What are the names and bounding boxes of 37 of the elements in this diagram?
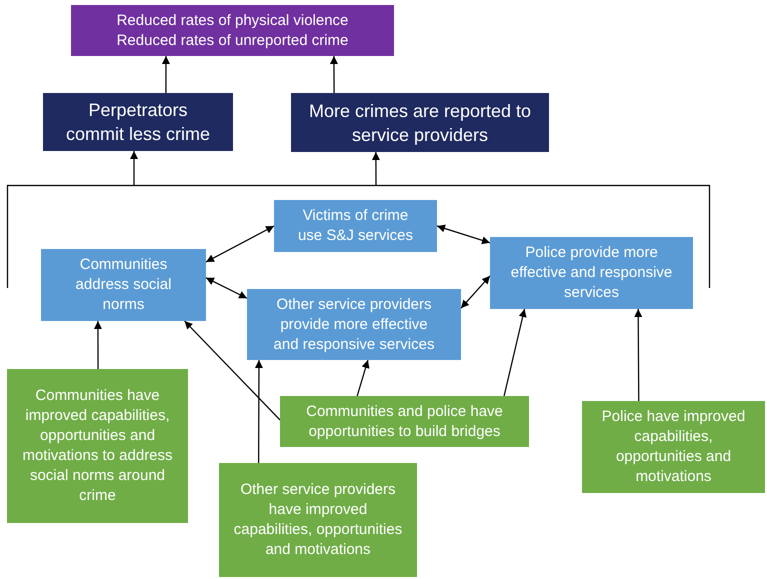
box-text: Communities address social norms (74, 255, 172, 315)
arrow (130, 151, 138, 185)
arrow (330, 56, 338, 93)
arrow (162, 56, 170, 93)
capability-box (219, 463, 417, 577)
arrow (254, 360, 263, 463)
box-text: Other service providers provide more effective and responsive services (272, 294, 436, 354)
box-text: Perpetrators commit less crime (64, 99, 211, 146)
box-text: Communities and police have opportunities to build bridges (305, 402, 504, 442)
capability-box (582, 401, 765, 493)
arrow (94, 321, 102, 369)
outcome-box (43, 93, 233, 151)
box-text: Reduced rates of physical violence (116, 10, 348, 30)
box-text: Communities have improved capabilities, opportunities and motivations to address social norms around crime (21, 386, 174, 506)
arrow (372, 152, 380, 185)
intermediate-outcome-box (247, 289, 461, 360)
box-text: Victims of crime use S&J services (296, 206, 414, 246)
arrow (634, 309, 642, 401)
box-text: Other service providers have improved capabilities, opportunities and motivations (232, 480, 404, 560)
outcome-box (291, 93, 549, 152)
intermediate-outcome-box (41, 249, 206, 321)
capability-box (7, 369, 188, 523)
box-text: Reduced rates of unreported crime (116, 30, 348, 50)
intermediate-outcome-box (274, 200, 437, 252)
arrow (206, 225, 274, 262)
box-text: Police provide more effective and responsive services (510, 243, 673, 303)
box-text: Police have improved capabilities, opportunities and motivations (600, 407, 746, 487)
box-text: More crimes are reported to service providers (308, 100, 532, 146)
capability-box (280, 396, 529, 447)
impact-box (71, 5, 394, 56)
arrow (184, 320, 280, 420)
arrow (460, 275, 490, 309)
arrow (504, 308, 527, 396)
arrow (206, 277, 248, 299)
arrow (356, 360, 370, 396)
arrow (436, 224, 490, 244)
intermediate-outcome-box (490, 237, 693, 309)
